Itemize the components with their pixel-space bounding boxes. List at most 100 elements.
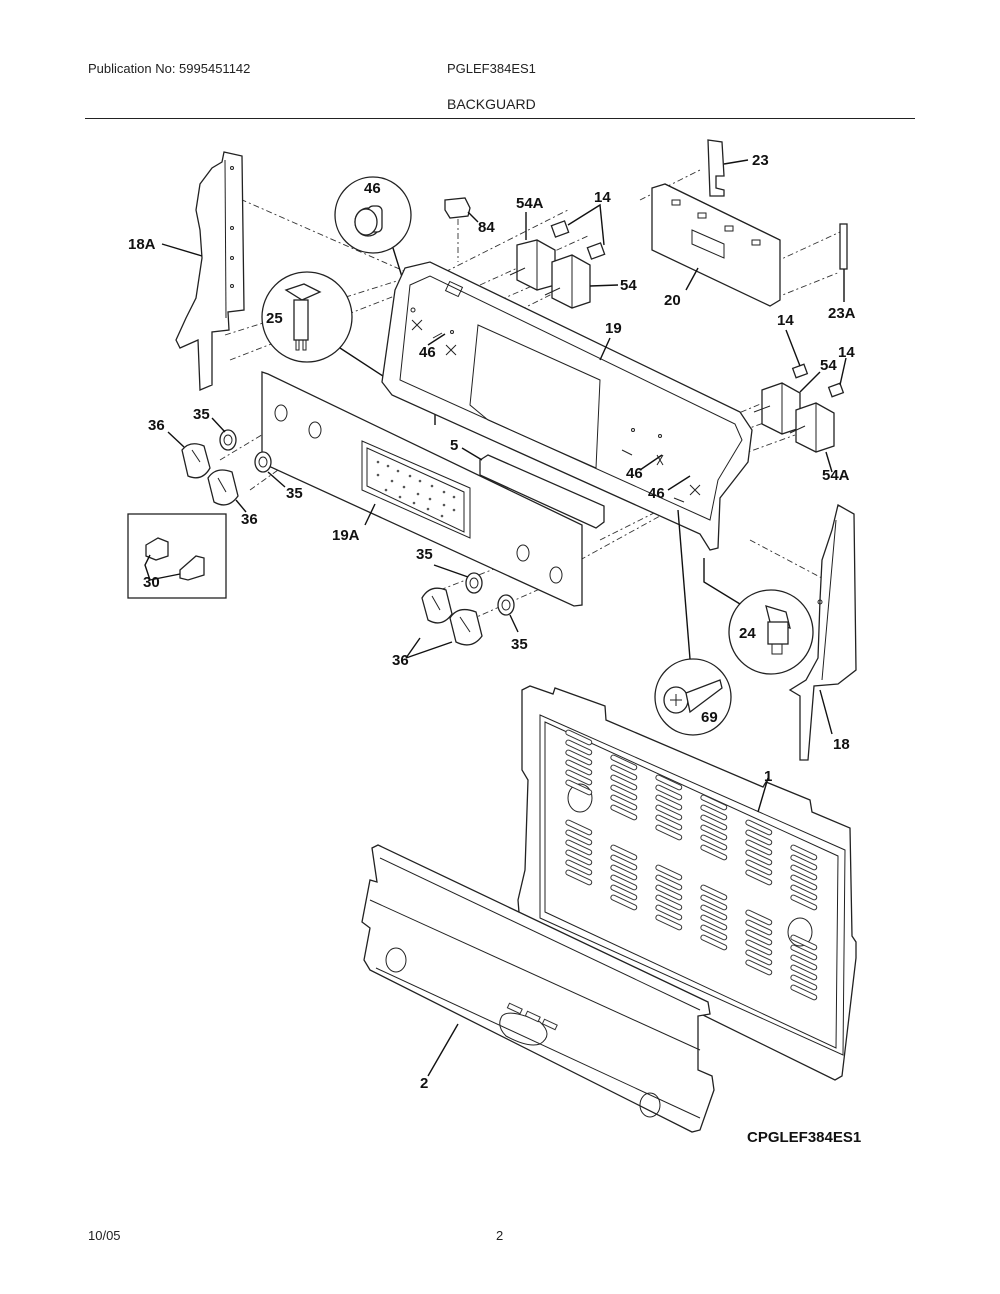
vent-slot <box>655 804 683 821</box>
vent-slot <box>565 729 593 746</box>
vent-slot <box>745 859 773 876</box>
vent-slot <box>790 844 818 861</box>
touchpad-dots <box>376 460 456 518</box>
part-36-knobs-lower <box>405 587 483 659</box>
vent-slot <box>745 909 773 926</box>
callout-14-top: 14 <box>594 189 611 206</box>
callout-35-c: 35 <box>416 546 433 563</box>
vent-slot <box>700 884 728 901</box>
vent-slot <box>745 949 773 966</box>
vent-slot <box>745 929 773 946</box>
panel-1-vent-slots <box>565 729 818 1001</box>
part-54A-switch-right <box>789 402 835 473</box>
vent-slot <box>655 904 683 921</box>
vent-slot <box>565 759 593 776</box>
vent-slot <box>700 904 728 921</box>
vent-slot <box>700 794 728 811</box>
part-84-clip <box>444 197 479 223</box>
vent-slot <box>790 894 818 911</box>
vent-slot <box>790 984 818 1001</box>
vent-slot <box>565 769 593 786</box>
vent-slot <box>700 834 728 851</box>
callout-46-b: 46 <box>626 465 643 482</box>
vent-slot <box>565 829 593 846</box>
vent-slot <box>610 884 638 901</box>
callout-14-right-1: 14 <box>777 312 794 329</box>
callout-54A-right: 54A <box>822 467 850 484</box>
callout-labels: 18A 46 84 54A 14 54 23 20 23A 25 19 46 1… <box>128 152 856 1092</box>
vent-slot <box>700 814 728 831</box>
vent-slot <box>700 894 728 911</box>
part-20-oven-control <box>651 183 781 307</box>
vent-slot <box>610 874 638 891</box>
callout-2: 2 <box>420 1075 428 1092</box>
vent-slot <box>655 784 683 801</box>
vent-slot <box>610 774 638 791</box>
vent-slot <box>655 914 683 931</box>
callout-54-top: 54 <box>620 277 637 294</box>
part-19-backguard-panel <box>381 261 753 551</box>
part-35-bezel-lower-lower <box>497 594 519 633</box>
callout-5: 5 <box>450 437 458 454</box>
part-23-bracket <box>707 139 749 197</box>
vent-slot <box>655 824 683 841</box>
panel-2-vent-slots <box>506 1002 558 1031</box>
vent-slot <box>565 849 593 866</box>
callout-36-b: 36 <box>241 511 258 528</box>
vent-slot <box>610 854 638 871</box>
vent-slot <box>790 864 818 881</box>
part-54A-switch-top <box>509 239 556 291</box>
part-46-detail-bubble <box>334 176 414 313</box>
vent-slot <box>790 874 818 891</box>
vent-slot <box>700 824 728 841</box>
part-18A-side-bracket-left <box>175 151 245 391</box>
callout-23A: 23A <box>828 305 856 322</box>
part-35-bezel-left-upper <box>211 417 237 451</box>
model-number: PGLEF384ES1 <box>447 61 536 76</box>
vent-slot <box>790 954 818 971</box>
callout-69: 69 <box>701 709 718 726</box>
vent-slot <box>655 874 683 891</box>
vent-slot <box>745 919 773 936</box>
vent-slot <box>700 844 728 861</box>
vent-slot <box>700 924 728 941</box>
vent-slot <box>745 839 773 856</box>
callout-35-d: 35 <box>511 636 528 653</box>
part-54-switch-top <box>544 254 591 309</box>
part-23A-bracket <box>839 223 848 302</box>
vent-slot <box>565 749 593 766</box>
vent-slot <box>745 939 773 956</box>
vent-slot <box>790 964 818 981</box>
vent-slot <box>610 754 638 771</box>
vent-slot <box>745 829 773 846</box>
callout-54A-top: 54A <box>516 195 544 212</box>
diagram-code: CPGLEF384ES1 <box>747 1129 861 1146</box>
vent-slot <box>790 854 818 871</box>
callout-46-c: 46 <box>648 485 665 502</box>
vent-slot <box>745 959 773 976</box>
vent-slot <box>655 864 683 881</box>
part-46-fasteners <box>411 319 701 503</box>
callout-1: 1 <box>764 768 772 785</box>
vent-slot <box>610 864 638 881</box>
vent-slot <box>655 814 683 831</box>
part-30-detail-box <box>127 513 227 599</box>
vent-slot <box>565 779 593 796</box>
callout-23: 23 <box>752 152 769 169</box>
part-1-rear-panel <box>517 685 857 1081</box>
vent-slot <box>610 844 638 861</box>
vent-slot <box>565 739 593 756</box>
callout-14-right-2: 14 <box>838 344 855 361</box>
part-19A-control-overlay <box>261 371 583 607</box>
part-36-knob-left-upper <box>167 431 211 479</box>
callout-54-right: 54 <box>820 357 837 374</box>
part-18-side-bracket-right <box>788 504 857 761</box>
vent-slot <box>655 794 683 811</box>
part-5-trim-strip <box>461 447 605 529</box>
callout-46-a: 46 <box>419 344 436 361</box>
header-rule <box>85 118 915 119</box>
callout-36-c: 36 <box>392 652 409 669</box>
part-69-detail-bubble <box>654 509 732 736</box>
callout-35-a: 35 <box>193 406 210 423</box>
part-36-knob-left-lower <box>207 469 247 513</box>
